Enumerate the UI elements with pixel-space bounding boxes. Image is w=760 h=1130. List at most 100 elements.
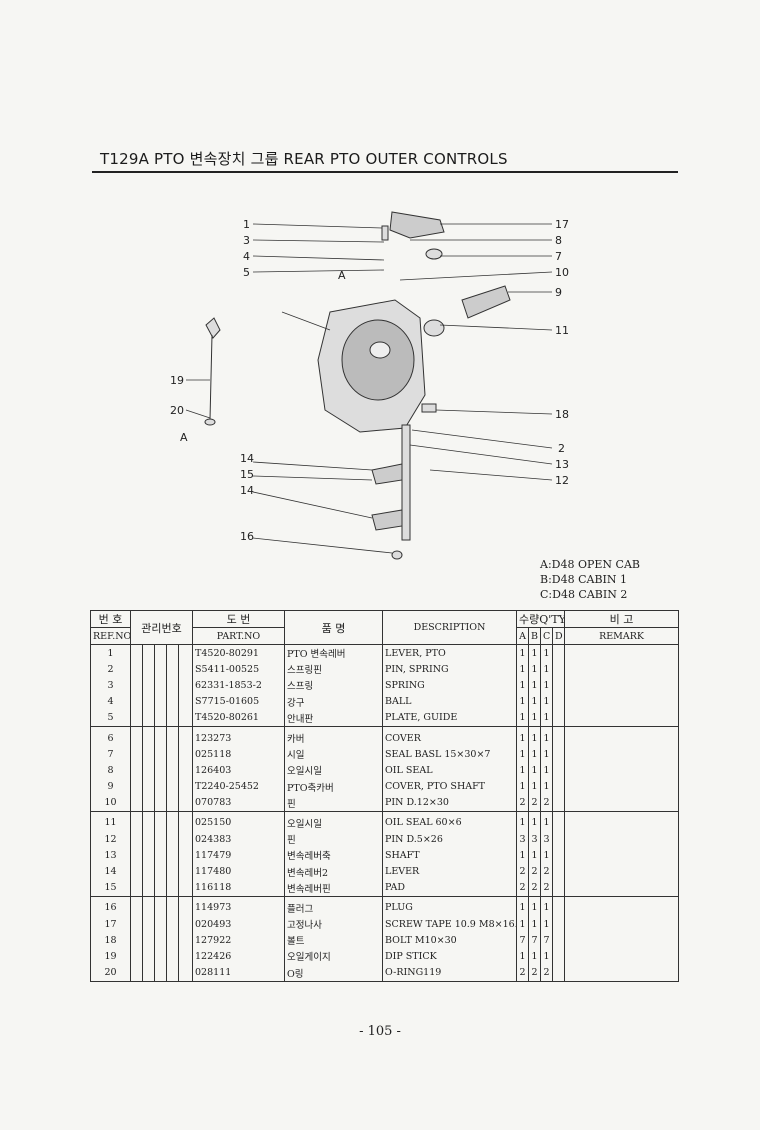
qty-a-cell: 7 xyxy=(516,932,530,949)
remark-cell xyxy=(564,644,680,662)
part-no-cell: 117480 xyxy=(192,863,286,880)
callout-11: 11 xyxy=(555,324,569,337)
qty-a-cell: 1 xyxy=(516,847,530,864)
mgmt-cell xyxy=(166,693,179,710)
qty-c-cell: 1 xyxy=(540,746,554,763)
qty-c-cell: 2 xyxy=(540,794,554,812)
ref-cell: 19 xyxy=(90,948,131,965)
page-title: T129A PTO 변속장치 그룹 REAR PTO OUTER CONTROL… xyxy=(100,150,508,168)
description-cell: PIN D.12×30 xyxy=(382,794,518,812)
qty-a-cell: 1 xyxy=(516,661,530,678)
mgmt-cell xyxy=(130,644,143,662)
mgmt-cell xyxy=(154,794,167,812)
mgmt-cell xyxy=(154,831,167,848)
mgmt-cell xyxy=(142,863,155,880)
name-ko-cell: PTO 변속레버 xyxy=(284,644,384,662)
mgmt-cell xyxy=(154,677,167,694)
qty-c-cell: 2 xyxy=(540,863,554,880)
part-no-cell: T2240-25452 xyxy=(192,778,286,795)
mgmt-cell xyxy=(154,693,167,710)
qty-b-cell: 1 xyxy=(528,693,542,710)
header-qty-d: D xyxy=(552,627,566,645)
callout-12: 12 xyxy=(555,474,569,487)
description-cell: PIN D.5×26 xyxy=(382,831,518,848)
header-name-ko: 품 명 xyxy=(284,610,384,645)
qty-c-cell: 1 xyxy=(540,916,554,933)
header-mgmt: 관리번호 xyxy=(129,610,194,645)
mgmt-cell xyxy=(166,762,179,779)
mgmt-cell xyxy=(154,746,167,763)
description-cell: SEAL BASL 15×30×7 xyxy=(382,746,518,763)
remark-cell xyxy=(564,693,680,710)
mgmt-cell xyxy=(130,762,143,779)
name-ko-cell: 오일시일 xyxy=(284,811,384,832)
mgmt-cell xyxy=(154,948,167,965)
mgmt-cell xyxy=(166,863,179,880)
mgmt-cell xyxy=(154,644,167,662)
mgmt-cell xyxy=(142,661,155,678)
mgmt-cell xyxy=(177,863,194,880)
name-ko-cell: 핀 xyxy=(284,831,384,848)
part-no-cell: 122426 xyxy=(192,948,286,965)
part-no-cell: 025118 xyxy=(192,746,286,763)
mgmt-cell xyxy=(166,896,179,916)
callout-3: 3 xyxy=(243,234,250,247)
name-ko-cell: 변속레버축 xyxy=(284,847,384,864)
remark-cell xyxy=(564,811,680,832)
qty-b-cell: 2 xyxy=(528,964,542,982)
qty-d-cell xyxy=(552,896,566,916)
page-number: - 105 - xyxy=(359,1024,401,1039)
mgmt-cell xyxy=(142,879,155,897)
qty-c-cell: 1 xyxy=(540,896,554,916)
qty-d-cell xyxy=(552,709,566,727)
name-ko-cell: 스프링 xyxy=(284,677,384,694)
qty-a-cell: 1 xyxy=(516,726,530,747)
qty-c-cell: 2 xyxy=(540,879,554,897)
remark-cell xyxy=(564,916,680,933)
mgmt-cell xyxy=(142,964,155,982)
part-no-cell: 62331-1853-2 xyxy=(192,677,286,694)
mgmt-cell xyxy=(177,762,194,779)
mgmt-cell xyxy=(177,709,194,727)
qty-a-cell: 1 xyxy=(516,778,530,795)
name-ko-cell: 스프링핀 xyxy=(284,661,384,678)
callout-13: 13 xyxy=(555,458,569,471)
qty-b-cell: 1 xyxy=(528,726,542,747)
remark-cell xyxy=(564,726,680,747)
mgmt-cell xyxy=(130,794,143,812)
mgmt-cell xyxy=(142,746,155,763)
remark-cell xyxy=(564,661,680,678)
mgmt-cell xyxy=(166,916,179,933)
mgmt-cell xyxy=(166,726,179,747)
remark-cell xyxy=(564,762,680,779)
qty-a-cell: 1 xyxy=(516,746,530,763)
description-cell: DIP STICK xyxy=(382,948,518,965)
qty-d-cell xyxy=(552,948,566,965)
ref-cell: 10 xyxy=(90,794,131,812)
header-ref-en: REF.NO xyxy=(90,627,131,645)
qty-d-cell xyxy=(552,677,566,694)
name-ko-cell: 변속레버핀 xyxy=(284,879,384,897)
plug xyxy=(391,550,403,560)
mgmt-cell xyxy=(166,847,179,864)
mgmt-cell xyxy=(166,932,179,949)
mgmt-cell xyxy=(154,932,167,949)
qty-c-cell: 1 xyxy=(540,778,554,795)
qty-c-cell: 3 xyxy=(540,831,554,848)
qty-b-cell: 3 xyxy=(528,831,542,848)
name-ko-cell: 시일 xyxy=(284,746,384,763)
qty-c-cell: 1 xyxy=(540,762,554,779)
ref-cell: 5 xyxy=(90,709,131,727)
pto-lever xyxy=(389,211,445,239)
mgmt-cell xyxy=(166,948,179,965)
mgmt-cell xyxy=(154,847,167,864)
ref-cell: 17 xyxy=(90,916,131,933)
mgmt-cell xyxy=(154,778,167,795)
ref-cell: 15 xyxy=(90,879,131,897)
shift-shaft xyxy=(401,424,411,541)
qty-c-cell: 7 xyxy=(540,932,554,949)
mgmt-cell xyxy=(142,644,155,662)
